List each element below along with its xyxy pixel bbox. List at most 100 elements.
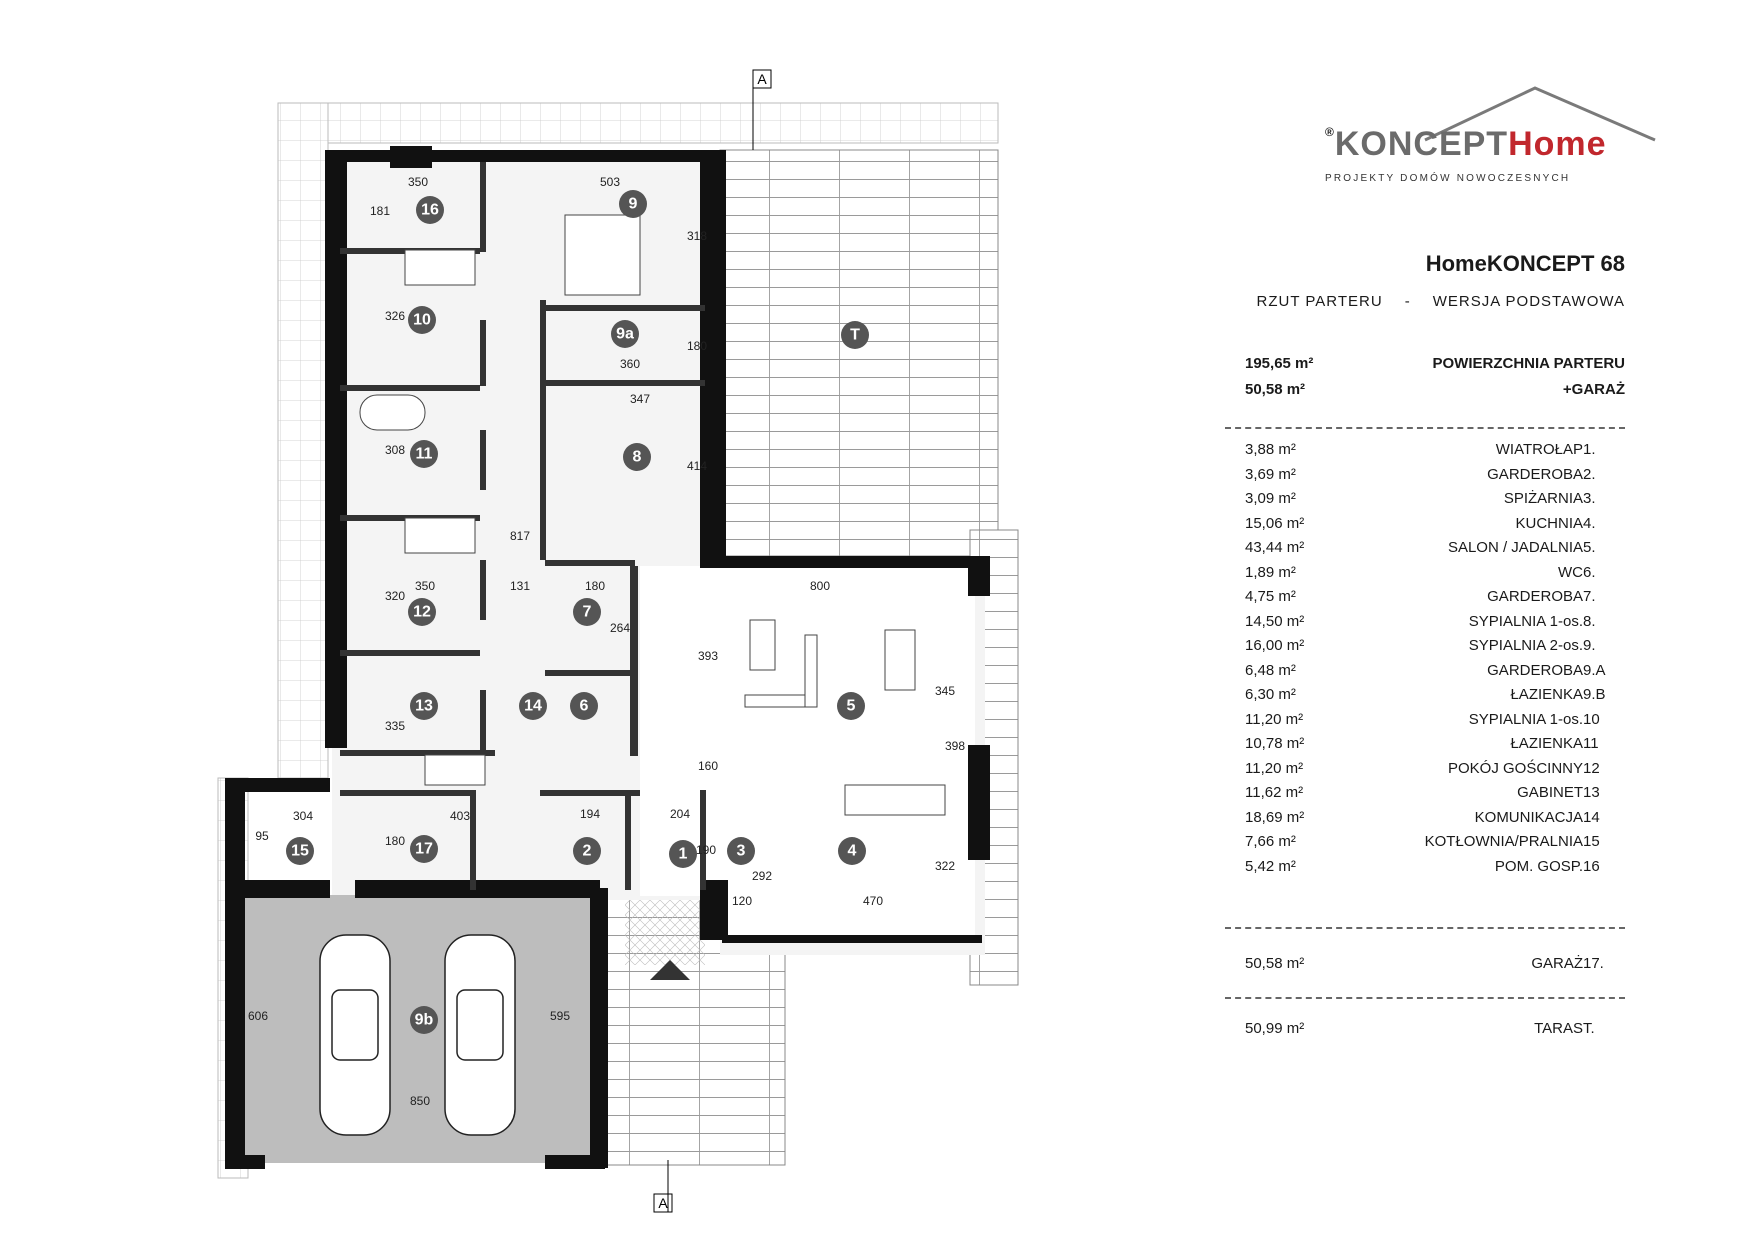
room-num: 7. <box>1583 588 1596 605</box>
dim-label: 320 <box>385 589 405 603</box>
room-row: 3.SPIŻARNIA 3,09 m² <box>1225 490 1625 514</box>
dim-label: 180 <box>585 579 605 593</box>
car-right <box>444 934 516 1136</box>
room-num: 9.B <box>1583 686 1606 703</box>
dim-label: 322 <box>935 859 955 873</box>
svg-text:11: 11 <box>416 446 433 463</box>
room-label-8: 8 <box>623 443 651 471</box>
room-area: 11,20 m² <box>1245 759 1304 777</box>
entrance-hatch <box>625 895 705 965</box>
room-num: 3. <box>1583 490 1596 507</box>
dim-label: 350 <box>408 175 428 189</box>
room-area: 4,75 m² <box>1245 588 1296 605</box>
dim-label: 264 <box>610 621 630 635</box>
svg-text:10: 10 <box>413 312 431 329</box>
section-mark-top: A <box>752 69 772 150</box>
room-name: GARDEROBA <box>1487 465 1583 483</box>
room-label-9: 9 <box>619 190 647 218</box>
svg-text:4: 4 <box>848 843 857 860</box>
room-label-9a: 9a <box>611 320 639 348</box>
room-num: 5. <box>1583 539 1596 556</box>
room-area: 3,09 m² <box>1245 490 1296 507</box>
room-area: 7,66 m² <box>1245 833 1296 850</box>
room-label-10: 10 <box>408 306 436 334</box>
room-area: 11,20 m² <box>1245 710 1304 728</box>
svg-text:16: 16 <box>421 202 439 219</box>
dim-label: 318 <box>687 229 707 243</box>
room-label-T: T <box>841 321 869 349</box>
dim-label: 194 <box>580 807 600 821</box>
dim-label: 800 <box>810 579 830 593</box>
room-name: SALON / JADALNIA <box>1447 539 1583 556</box>
svg-text:15: 15 <box>291 843 309 860</box>
room-name: SPIŻARNIA <box>1503 490 1583 507</box>
dim-label: 204 <box>670 807 690 821</box>
dim-label: 398 <box>945 739 965 753</box>
room-name: WIATROŁAP <box>1495 441 1583 458</box>
svg-text:1: 1 <box>679 846 688 863</box>
room-area: 5,42 m² <box>1245 857 1296 875</box>
section-mark-bottom: A <box>653 1160 673 1213</box>
svg-text:8: 8 <box>633 449 642 466</box>
dim-label: 393 <box>698 649 718 663</box>
paving-top <box>277 102 999 144</box>
dim-label: 345 <box>935 684 955 698</box>
room-label-12: 12 <box>408 598 436 626</box>
room-label-3: 3 <box>727 837 755 865</box>
room-row: 9.SYPIALNIA 2-os.16,00 m² <box>1225 637 1625 661</box>
room-label-15: 17 <box>410 835 438 863</box>
room-area: 3,69 m² <box>1245 465 1296 483</box>
dim-label: 180 <box>385 834 405 848</box>
room-area: 18,69 m² <box>1245 808 1305 826</box>
room-name: GARDEROBA <box>1487 588 1583 605</box>
room-label-7: 7 <box>573 598 601 626</box>
dimension-labels: 350 503 181 318 326 180 360 347 414 308 … <box>248 175 965 1108</box>
room-area: 16,00 m² <box>1245 637 1305 654</box>
room-area: 6,30 m² <box>1245 686 1296 703</box>
room-num: 4. <box>1583 514 1596 532</box>
room-area: 1,89 m² <box>1245 563 1296 581</box>
room-row: 5.SALON / JADALNIA 43,44 m² <box>1225 539 1625 563</box>
dim-label: 817 <box>510 529 530 543</box>
svg-text:12: 12 <box>413 604 431 621</box>
room-name: KUCHNIA <box>1515 514 1583 532</box>
room-num: 14 <box>1583 808 1600 826</box>
svg-text:9: 9 <box>629 196 638 213</box>
room-name: KOTŁOWNIA/PRALNIA <box>1424 833 1583 850</box>
svg-text:2: 2 <box>583 843 592 860</box>
room-num: 15 <box>1583 833 1600 850</box>
room-num: 10 <box>1583 710 1600 728</box>
room-name: SYPIALNIA 1-os. <box>1468 710 1583 728</box>
svg-text:6: 6 <box>580 698 589 715</box>
svg-text:9a: 9a <box>616 326 634 343</box>
dim-label: 595 <box>550 1009 570 1023</box>
dim-label: 414 <box>687 459 707 473</box>
room-num: 8. <box>1583 612 1596 630</box>
room-name: GARDEROBA <box>1487 661 1583 679</box>
room-label-11: 11 <box>410 440 438 468</box>
room-label-13: 13 <box>410 692 438 720</box>
dim-label: 470 <box>863 894 883 908</box>
terrace-deck <box>719 149 999 557</box>
svg-text:9b: 9b <box>415 1012 434 1029</box>
room-name: KOMUNIKACJA <box>1474 808 1583 826</box>
room-area: 43,44 m² <box>1245 539 1305 556</box>
section-label-bottom: A <box>658 1195 668 1211</box>
legend-panel: ®KONCEPTHome PROJEKTY DOMÓW NOWOCZESNYCH… <box>1225 85 1656 1085</box>
svg-text:7: 7 <box>583 604 592 621</box>
svg-text:5: 5 <box>847 698 856 715</box>
room-num: 9. <box>1583 637 1596 654</box>
room-num: 11 <box>1583 735 1599 752</box>
svg-text:T: T <box>850 327 860 344</box>
dim-label: 335 <box>385 719 405 733</box>
